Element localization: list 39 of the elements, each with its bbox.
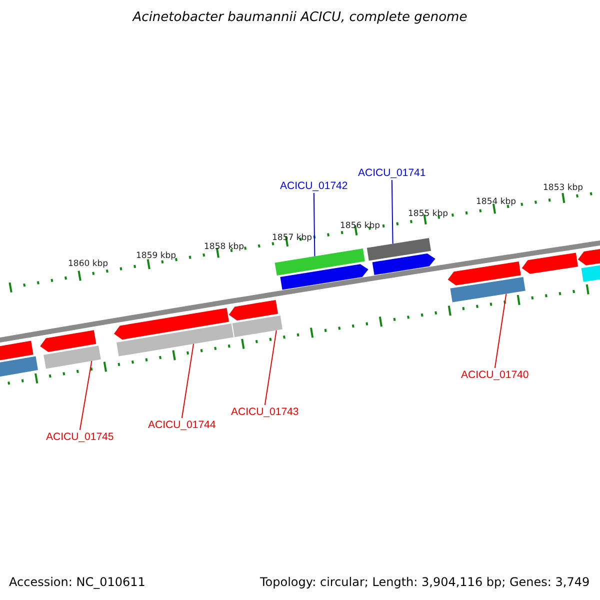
gene-feature xyxy=(228,300,278,320)
cds-bar xyxy=(232,316,282,338)
scale-label: 1858 kbp xyxy=(204,241,244,254)
scale-label: 1855 kbp xyxy=(408,208,448,221)
scale-label: 1856 kbp xyxy=(340,220,380,233)
gene-feature xyxy=(578,247,600,266)
leader-line xyxy=(181,343,194,418)
cds-bar xyxy=(450,277,526,302)
leader-line xyxy=(313,192,316,257)
cds-bar xyxy=(0,340,34,362)
cds-bar xyxy=(581,262,600,282)
cds-bar xyxy=(366,238,431,261)
scale-label: 1857 kbp xyxy=(272,232,312,245)
cds-bar xyxy=(44,346,101,369)
gene-feature xyxy=(280,264,368,290)
gene-feature xyxy=(114,308,229,340)
scale-label: 1854 kbp xyxy=(476,196,516,209)
gene-label: ACICU_01740 xyxy=(461,368,529,382)
gene-label: ACICU_01742 xyxy=(280,179,348,193)
leader-line xyxy=(264,330,277,406)
gene-label: ACICU_01743 xyxy=(231,405,299,419)
gene-feature xyxy=(40,330,96,352)
gene-label: ACICU_01741 xyxy=(358,166,426,180)
scale-label: 1853 kbp xyxy=(543,182,584,195)
genome-info: Topology: circular; Length: 3,904,116 bp; Genes: 3,749 xyxy=(260,575,590,589)
accession-label: Accession: NC_010611 xyxy=(9,575,146,589)
scale-label: 1860 kbp xyxy=(68,258,108,271)
gene-feature xyxy=(448,262,521,286)
gene-feature xyxy=(372,254,436,275)
cds-bar xyxy=(0,356,38,377)
leader-line xyxy=(494,293,507,368)
title: Acinetobacter baumannii ACICU, complete genome xyxy=(131,11,468,25)
leader-line xyxy=(79,360,92,430)
gene-label: ACICU_01744 xyxy=(148,418,216,432)
scale-label: 1859 kbp xyxy=(136,250,176,263)
cds-bar xyxy=(116,324,234,356)
leader-line xyxy=(391,180,394,244)
gene-label: ACICU_01745 xyxy=(46,430,114,444)
cds-bar xyxy=(274,248,365,276)
